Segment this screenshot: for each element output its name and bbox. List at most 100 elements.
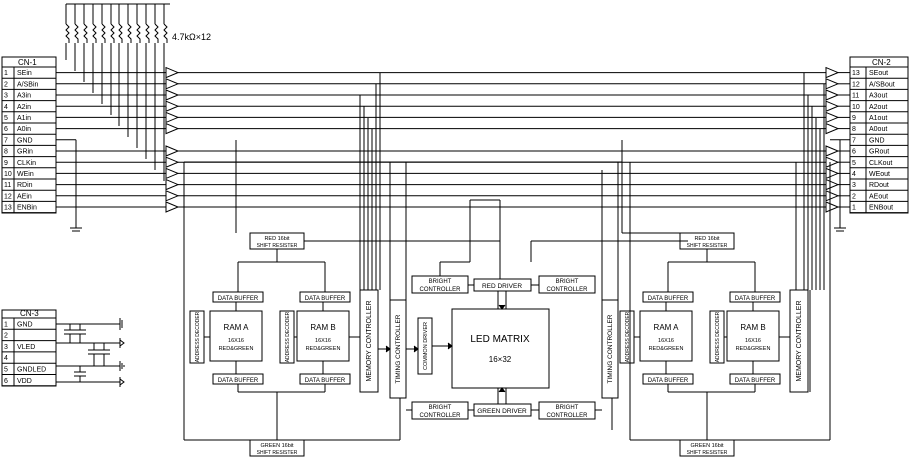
data-buffer-label: DATA BUFFER [648,296,689,302]
buffer-icon [165,145,180,157]
buffer-icon [165,201,180,213]
led-matrix [451,308,550,389]
pin-number: 3 [4,93,8,100]
resistor-icon [110,23,115,43]
buffer-icon [825,190,840,202]
ram-color: RED&GREEN [306,346,341,352]
pin-number: 12 [4,193,12,200]
pin-name: A/SBout [869,81,895,88]
address-decoder-label: ADDRESS DECODER [285,311,291,362]
resistor-icon [145,23,150,43]
resistor-icon [83,23,88,43]
ram-a [639,310,693,362]
ram-b [296,310,350,362]
ram-color: RED&GREEN [219,346,254,352]
pin-number: 8 [852,126,856,133]
pin-name: A2out [869,104,887,111]
data-buffer-label: DATA BUFFER [305,378,346,384]
pin-number: 2 [852,193,856,200]
pin-name: ENBout [869,205,893,212]
resistor-icon [101,23,106,43]
green-shift-register-sub: SHIFT RESISTER [257,450,298,456]
buffer-icon [165,111,180,124]
pin-name: A/SBin [17,81,39,88]
pin-name: CLKin [17,160,36,167]
pin-name: WEout [869,171,890,178]
pin-number: 6 [4,126,8,133]
green-shift-register-label: GREEN 16bit [260,443,293,449]
pin-name: A0out [869,126,887,133]
pin-name: GND [17,321,33,328]
buffer-icon [165,156,180,168]
memory-controller [359,289,379,393]
bright-label: BRIGHT [429,405,452,411]
ram-a [209,310,263,362]
memory-controller [789,289,809,393]
ram-color: RED&GREEN [649,346,684,352]
buffer-icon [825,201,840,213]
resistor-icon [74,23,79,43]
timing-controller-label: TIMING CONTROLLER [395,314,402,383]
controller-label: CONTROLLER [419,413,461,419]
timing-controller-right [601,299,619,399]
buffer-icon [165,78,180,90]
pin-number: 4 [4,355,8,362]
resistor-icon [127,23,132,43]
buffer-icon [825,66,840,79]
resistor-icon [163,23,168,43]
memory-controller-label: MEMORY CONTROLLER [796,300,803,381]
ram-b-label: RAM B [310,323,335,332]
pin-number: 3 [4,344,8,351]
green-shift-register-label: GREEN 16bit [690,443,723,449]
data-buffer-label: DATA BUFFER [218,378,259,384]
pin-name: A3out [869,93,887,100]
red-shift-register-sub: SHIFT RESISTER [687,243,728,249]
address-decoder-label: ADDRESS DECODER [625,311,631,362]
pin-number: 5 [4,115,8,122]
buffer-icon [165,100,180,112]
controller-label: CONTROLLER [419,287,461,293]
resistor-icon [118,23,123,43]
buffer-icon [165,178,180,191]
pin-number: 5 [852,160,856,167]
controller-label: CONTROLLER [546,287,588,293]
pin-name: A2in [17,104,31,111]
resistor-icon [65,23,70,43]
pin-number: 10 [4,171,12,178]
pin-name: VDD [17,378,32,385]
ram-b-label: RAM B [740,323,765,332]
pin-name: ENBin [17,205,37,212]
buffer-icon [165,66,180,79]
buffer-icon [165,190,180,202]
pin-number: 7 [852,137,856,144]
pin-name: A1in [17,115,31,122]
ram-size: 16X16 [745,338,761,344]
pin-name: AEin [17,193,32,200]
pin-name: GNDLED [17,367,46,374]
pin-number: 1 [852,205,856,212]
bright-label: BRIGHT [429,279,452,285]
pin-number: 13 [852,70,860,77]
led-matrix-size: 16×32 [489,355,512,364]
green-driver-label: GREEN DRIVER [477,408,527,415]
pin-name: GND [17,137,33,144]
pin-number: 7 [4,137,8,144]
pin-number: 5 [4,367,8,374]
common-driver-label: COMMON DRIVER [423,322,429,370]
address-decoder-label: ADDRESS DECODER [715,311,721,362]
address-decoder-label: ADDRESS DECODER [195,311,201,362]
pin-name: VLED [17,344,35,351]
data-buffer-label: DATA BUFFER [305,296,346,302]
cn3-title: CN-3 [20,309,39,318]
pin-name: A1out [869,115,887,122]
data-buffer-label: DATA BUFFER [735,378,776,384]
pin-name: SEin [17,70,32,77]
green-shift-register-sub: SHIFT RESISTER [687,450,728,456]
buffer-icon [825,178,840,191]
resistor-icon [154,23,159,43]
bright-label: BRIGHT [556,279,579,285]
arrow-icon [498,387,506,393]
red-driver-label: RED DRIVER [482,283,522,290]
